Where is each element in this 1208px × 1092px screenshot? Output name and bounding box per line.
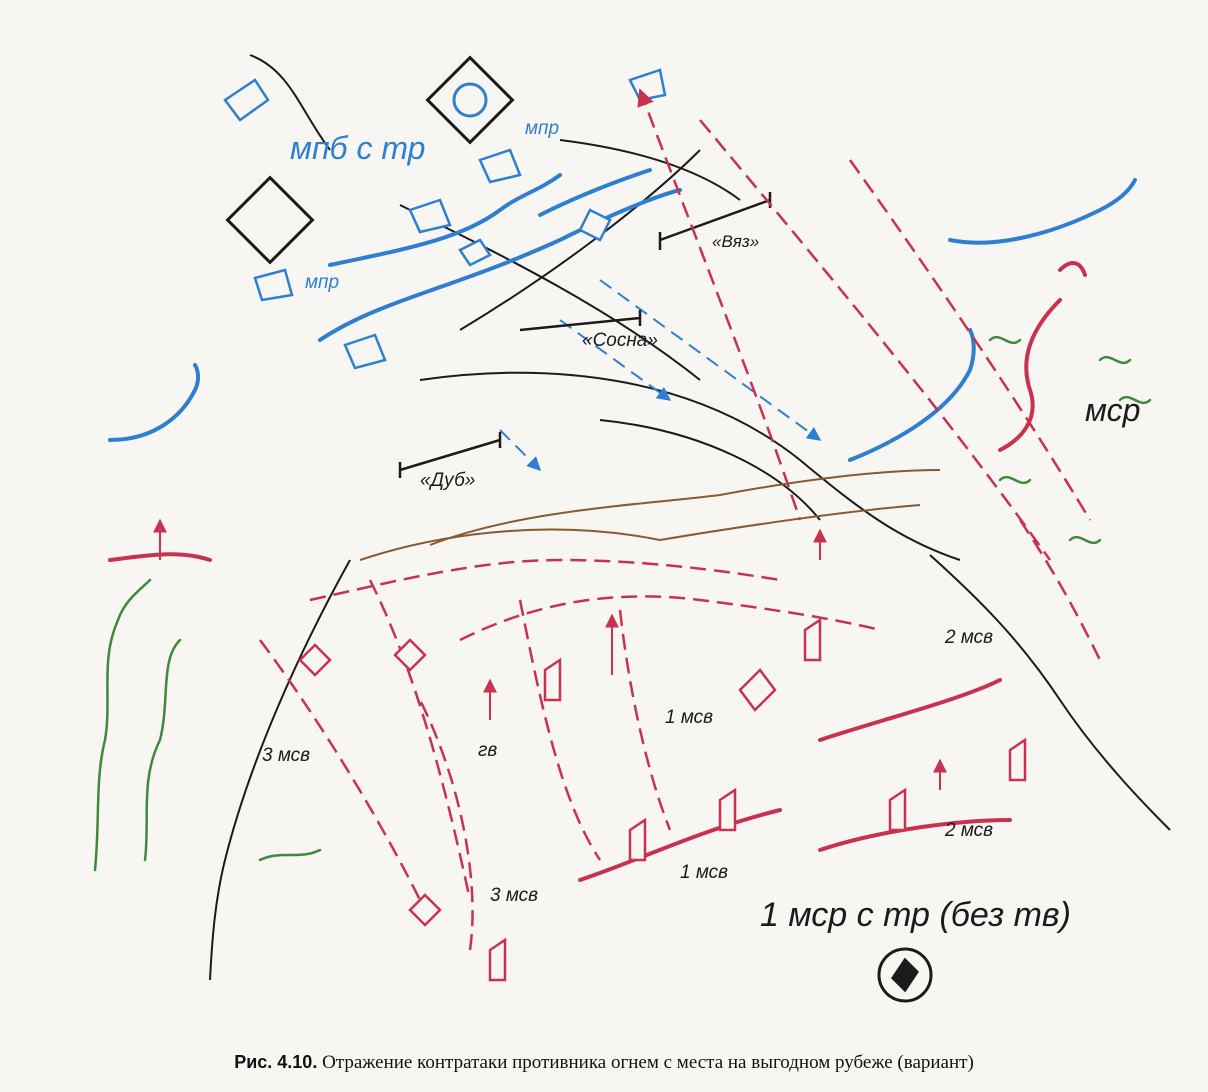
label-mpr-top: мпр: [525, 118, 560, 139]
label-vyaz: «Вяз»: [712, 232, 760, 251]
label-sosna: «Сосна»: [582, 330, 658, 351]
terrain-lines: [209, 54, 1171, 981]
own-fire-lines: [258, 88, 1102, 951]
enemy-positions: [108, 168, 1137, 462]
caption-text: Отражение контратаки противника огнем с …: [317, 1052, 974, 1073]
label-1msv-low: 1 мсв: [680, 862, 729, 883]
label-gv: гв: [478, 740, 498, 761]
enemy-counterattack-arrows: [499, 279, 822, 471]
command-posts: [225, 55, 933, 1003]
vegetation: [93, 335, 1152, 872]
label-mpb: мпб с тр: [290, 130, 426, 166]
own-positions: [108, 261, 1087, 882]
label-1msr-tr: 1 мср с тр (без тв): [760, 896, 1071, 934]
enemy-unit-symbols: [223, 68, 667, 370]
label-3msv-low: 3 мсв: [490, 885, 539, 906]
own-arrows: [153, 518, 947, 790]
label-3msv-left: 3 мсв: [262, 745, 311, 766]
tactical-map: [93, 54, 1171, 1003]
label-msr: мср: [1085, 392, 1141, 428]
own-unit-symbols: [298, 617, 1027, 982]
label-2msv-upper: 2 мсв: [945, 627, 994, 648]
label-mpr-left: мпр: [305, 272, 340, 293]
figure-caption: Рис. 4.10. Отражение контратаки противни…: [0, 1052, 1208, 1074]
label-dub: «Дуб»: [420, 470, 476, 491]
label-2msv-lower: 2 мсв: [945, 820, 994, 841]
caption-number: Рис. 4.10.: [234, 1052, 318, 1072]
road: [359, 469, 941, 561]
label-1msv-mid: 1 мсв: [665, 707, 714, 728]
phase-lines: [398, 192, 772, 478]
